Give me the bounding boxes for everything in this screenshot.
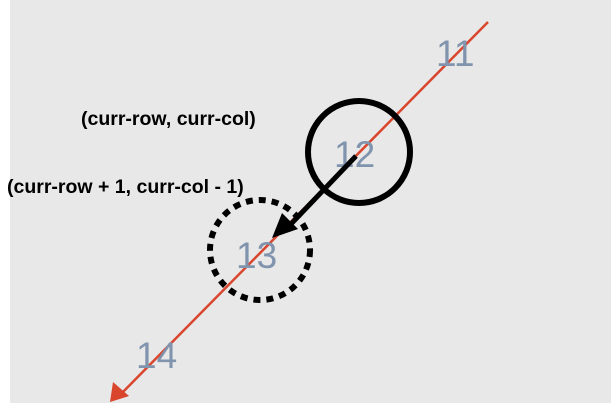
- next-cell-label: (curr-row + 1, curr-col - 1): [7, 176, 244, 198]
- number-11: 11: [436, 33, 474, 74]
- current-cell-circle: [305, 98, 413, 206]
- current-cell-label: (curr-row, curr-col): [81, 108, 256, 130]
- number-13: 13: [236, 235, 277, 276]
- diagonal-arrowhead: [110, 382, 129, 402]
- number-12: 12: [334, 134, 375, 175]
- move-arrowhead: [272, 213, 298, 238]
- number-14: 14: [136, 335, 177, 376]
- next-cell-circle: [207, 197, 313, 303]
- move-arrow-line: [289, 154, 358, 226]
